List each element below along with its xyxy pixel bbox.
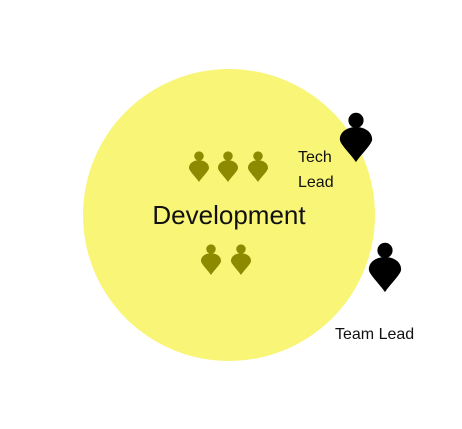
team-lead-icon	[368, 242, 402, 293]
team-lead-label: Team Lead	[335, 326, 414, 343]
tech-lead-label-line1: Tech	[298, 149, 332, 166]
development-circle	[83, 69, 375, 361]
team-name: Development	[152, 200, 306, 230]
tech-lead-label-line2: Lead	[298, 174, 334, 191]
